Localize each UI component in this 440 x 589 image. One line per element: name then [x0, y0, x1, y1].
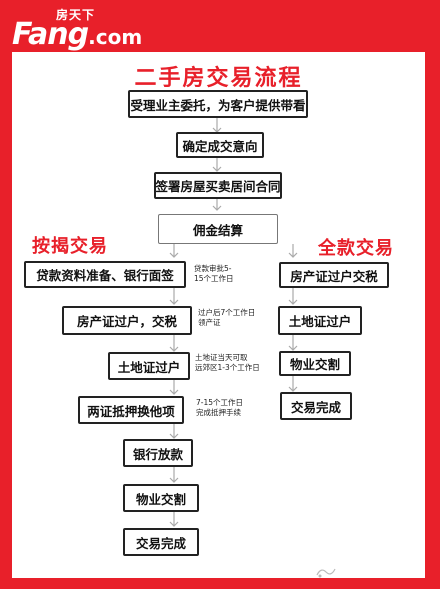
arrow-m6 — [169, 512, 179, 527]
logo-chinese: 房天下 — [56, 8, 96, 22]
step-property-handover: 物业交割 — [123, 484, 199, 512]
step-property-transfer-tax: 房产证过户，交税 — [62, 306, 192, 335]
arrow-split-right — [288, 244, 298, 258]
fang-logo: Fang.com — [12, 17, 142, 52]
flowchart-card: 二手房交易流程 — [12, 52, 425, 578]
flow-arrows — [169, 118, 298, 527]
logo-text: Fang — [12, 17, 89, 52]
diagram-title: 二手房交易流程 — [134, 66, 303, 91]
arrow-1 — [212, 118, 222, 133]
arrow-split-left — [169, 244, 179, 258]
lane-label-mortgage: 按揭交易 — [32, 236, 108, 257]
step-sign-contract: 签署房屋买卖居间合同 — [154, 172, 282, 199]
arrow-m2 — [169, 335, 179, 352]
note-mortgage-duration: 7-15个工作日 完成抵押手续 — [196, 398, 244, 417]
arrow-c2 — [288, 335, 298, 351]
step-cash-land-transfer: 土地证过户 — [278, 306, 362, 335]
arrow-3 — [212, 199, 222, 211]
watermark-icon — [315, 565, 337, 582]
arrow-m4 — [169, 424, 179, 439]
step-confirm-intent: 确定成交意向 — [176, 132, 264, 158]
lane-label-cash: 全款交易 — [318, 238, 394, 259]
step-loan-preparation: 贷款资料准备、银行面签 — [24, 261, 186, 288]
arrow-c3 — [288, 376, 298, 392]
step-cash-transaction-complete: 交易完成 — [280, 392, 352, 420]
step-bank-loan-release: 银行放款 — [123, 439, 193, 467]
step-mortgage-swap: 两证抵押换他项 — [78, 396, 184, 424]
arrow-m1 — [169, 288, 179, 305]
note-certificate-pickup: 过户后7个工作日 领产证 — [198, 308, 256, 327]
step-commission-settlement: 佣金结算 — [158, 214, 278, 244]
arrow-m3 — [169, 380, 179, 395]
arrow-2 — [212, 158, 222, 172]
step-land-transfer: 土地证过户 — [108, 352, 190, 380]
step-transaction-complete: 交易完成 — [123, 528, 199, 556]
logo-suffix: .com — [88, 25, 143, 49]
step-cash-property-transfer-tax: 房产证过户交税 — [279, 262, 389, 288]
arrow-m5 — [169, 467, 179, 483]
note-loan-approval: 贷款审批5- 15个工作日 — [194, 264, 234, 283]
step-accept-commission: 受理业主委托，为客户提供带看 — [128, 90, 308, 118]
arrow-c1 — [288, 288, 298, 305]
note-land-certificate: 土地证当天可取 远郊区1-3个工作日 — [195, 353, 260, 372]
header-bar: 房天下 Fang.com — [0, 0, 440, 52]
step-cash-property-handover: 物业交割 — [279, 351, 351, 376]
